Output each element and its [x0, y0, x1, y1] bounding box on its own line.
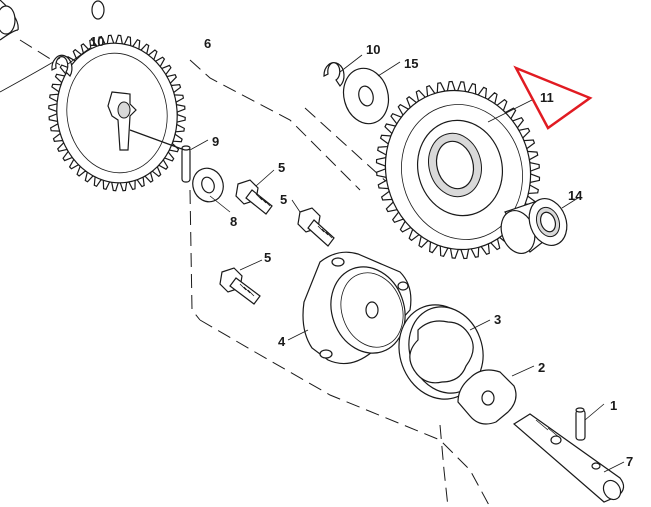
- callout-10-right: 10: [366, 42, 380, 57]
- callout-4: 4: [278, 334, 286, 349]
- part-11-idler-gear: [375, 80, 541, 260]
- callout-9: 9: [212, 134, 219, 149]
- callout-2: 2: [538, 360, 545, 375]
- callout-11: 11: [540, 90, 554, 105]
- part-7-pump-shaft: [512, 413, 625, 503]
- callout-14: 14: [568, 188, 583, 203]
- part-9-dowel-pin: [181, 139, 209, 183]
- callout-7: 7: [626, 454, 633, 469]
- callout-8: 8: [230, 214, 237, 229]
- part-14-needle-bearing: [500, 197, 579, 254]
- part-3-outer-rotor: [398, 304, 491, 400]
- part-2-inner-rotor: [457, 365, 535, 425]
- part-15-thrust-washer: [342, 61, 401, 125]
- part-5-bolt-a: [235, 169, 275, 215]
- callout-5-top: 5: [278, 160, 285, 175]
- part-4-pump-housing: [287, 251, 412, 365]
- part-6-drive-gear: [48, 34, 191, 192]
- callout-15: 15: [404, 56, 418, 71]
- highlight-triangle: [513, 65, 593, 130]
- part-10-circlip-right: [323, 54, 363, 87]
- part-1-pin: [575, 403, 605, 441]
- part-5-bolt-c: [219, 259, 263, 305]
- callout-6: 6: [204, 36, 211, 51]
- callout-3: 3: [494, 312, 501, 327]
- assembly-dashed-lines: [19, 39, 491, 507]
- part-8-washer: [192, 167, 231, 213]
- callout-10-left: 10: [90, 34, 104, 49]
- callout-5-bottom: 5: [264, 250, 271, 265]
- part-5-bolt-b: [291, 199, 335, 247]
- callout-5-middle: 5: [280, 192, 287, 207]
- callout-1: 1: [610, 398, 617, 413]
- part-10-circlip-left: [51, 47, 91, 77]
